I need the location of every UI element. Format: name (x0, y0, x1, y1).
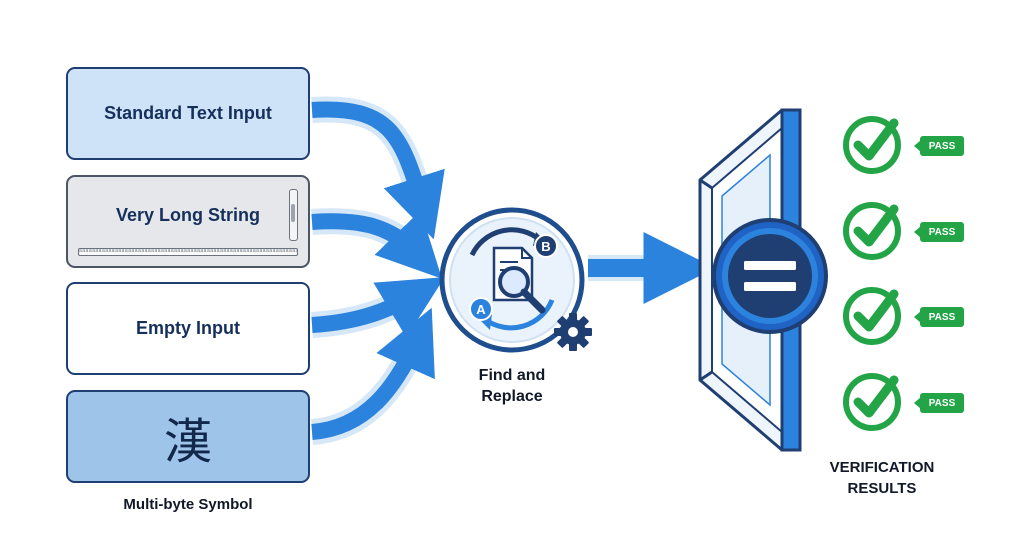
long-string-overflow: aaaaaaaaaaaaaaaaaaaaaaaaaaaaaaaaaaaaaaaa… (78, 248, 298, 256)
pass-badge: PASS (920, 393, 964, 413)
input-empty: Empty Input (66, 282, 310, 375)
verification-caption: VERIFICATION RESULTS (802, 457, 962, 499)
find-replace-node: A B (439, 207, 585, 353)
verifier-gate (698, 108, 828, 452)
pass-badge: PASS (920, 222, 964, 242)
scrollbar (289, 189, 298, 241)
process-caption-line1: Find and (478, 367, 546, 384)
arrow-empty (311, 277, 445, 338)
input-standard-label: Standard Text Input (104, 103, 272, 123)
verification-caption-line1: VERIFICATION (829, 459, 935, 476)
check-circle-icon (843, 116, 901, 174)
process-caption: Find and Replace (452, 365, 572, 407)
check-circle-icon (843, 287, 901, 345)
pass-badge: PASS (920, 136, 964, 156)
badge-a: A (476, 302, 486, 317)
input-multibyte: 漢 (66, 390, 310, 483)
equals-icon (744, 261, 796, 291)
multibyte-caption: Multi-byte Symbol (123, 496, 253, 513)
check-circle-icon (843, 373, 901, 431)
arrow-standard (311, 101, 445, 240)
input-very-long-string: Very Long String aaaaaaaaaaaaaaaaaaaaaaa… (66, 175, 310, 268)
gear-icon (554, 313, 592, 351)
verification-caption-line2: RESULTS (847, 480, 917, 497)
results-checks (843, 116, 921, 431)
pass-badge: PASS (920, 307, 964, 327)
input-standard-text: Standard Text Input (66, 67, 310, 160)
check-circle-icon (843, 202, 901, 260)
process-caption-line2: Replace (481, 388, 543, 405)
arrow-long (311, 210, 442, 279)
arrow-multibyte (311, 307, 435, 440)
input-empty-label: Empty Input (136, 318, 240, 338)
multibyte-glyph: 漢 (163, 413, 212, 470)
input-long-label: Very Long String (115, 205, 261, 225)
badge-b: B (541, 239, 550, 254)
